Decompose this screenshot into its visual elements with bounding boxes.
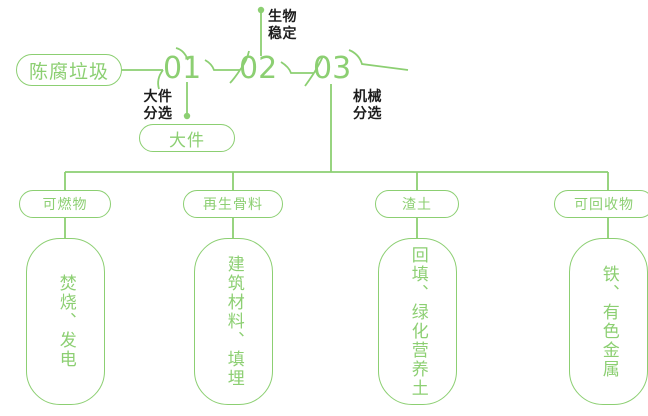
wire-01-to-02 (204, 59, 240, 71)
arc-02-topleft (239, 50, 250, 71)
arc-03-botleft (304, 72, 315, 87)
step-label-03: 机械 分选 (353, 88, 382, 122)
category-pill-1[interactable]: 可燃物 (19, 190, 111, 218)
node-root[interactable]: 陈腐垃圾 (16, 54, 122, 86)
wire-02-to-03 (280, 61, 314, 74)
dot-02 (257, 6, 265, 14)
step-label-02: 生物 稳定 (268, 8, 297, 42)
dot-01 (183, 112, 191, 120)
destination-text-1: 焚烧、发电 (56, 274, 76, 369)
wire-03-tail (348, 49, 409, 71)
destination-box-4[interactable]: 铁、有色金属 (569, 238, 648, 405)
arc-01-top (175, 47, 189, 61)
destination-box-2[interactable]: 建筑材料、填埋 (194, 238, 273, 405)
category-pill-3[interactable]: 渣土 (375, 190, 459, 218)
step-label-01: 大件 分选 (143, 88, 173, 122)
category-pill-4[interactable]: 可回收物 (554, 190, 648, 218)
destination-text-2: 建筑材料、填埋 (224, 255, 244, 388)
destination-text-4: 铁、有色金属 (599, 264, 619, 379)
destination-box-1[interactable]: 焚烧、发电 (26, 238, 105, 405)
destination-box-3[interactable]: 回填、绿化营养土 (378, 238, 457, 405)
node-output-large-items[interactable]: 大件 (139, 124, 235, 152)
destination-text-3: 回填、绿化营养土 (408, 245, 428, 398)
category-pill-2[interactable]: 再生骨料 (183, 190, 283, 218)
arc-02-botleft (229, 69, 241, 84)
arc-03-topleft (313, 55, 324, 74)
step-number-01[interactable]: 01 (163, 51, 202, 86)
step-number-03[interactable]: 03 (313, 51, 352, 86)
arc-01-bottom (157, 69, 164, 90)
step-number-02[interactable]: 02 (239, 51, 278, 86)
